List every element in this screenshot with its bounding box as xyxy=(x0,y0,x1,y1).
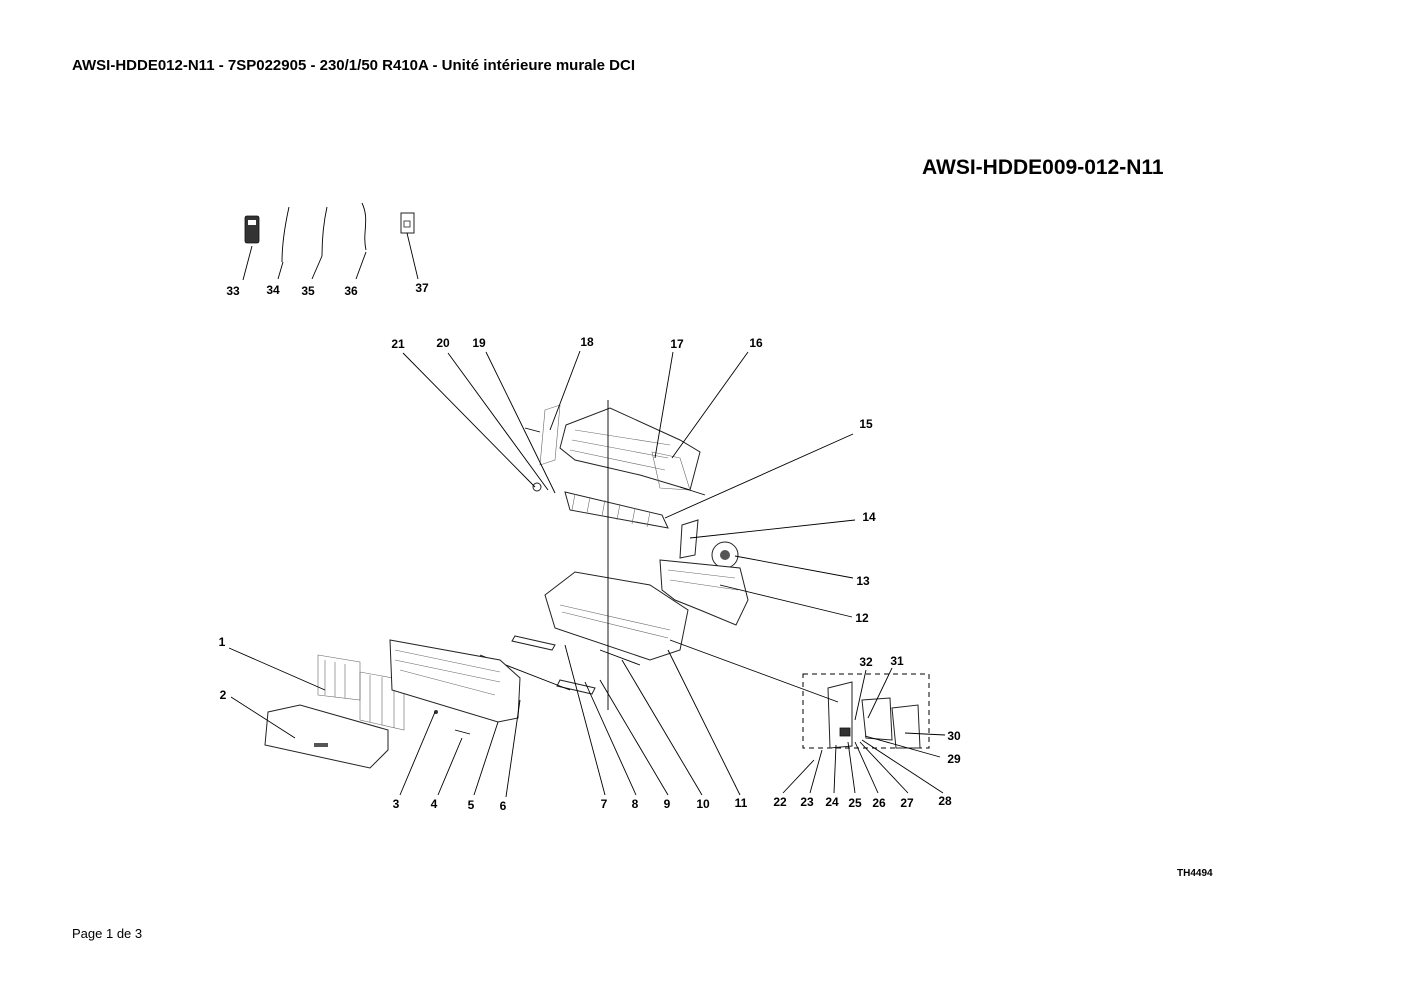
motor-bracket-drawing xyxy=(679,519,699,559)
callout-32: 32 xyxy=(859,655,873,669)
callout-8: 8 xyxy=(632,797,639,811)
document-title: AWSI-HDDE012-N11 - 7SP022905 - 230/1/50 … xyxy=(72,57,636,74)
callout-11: 11 xyxy=(735,796,748,810)
callout-4: 4 xyxy=(431,797,438,811)
callout-5: 5 xyxy=(468,798,475,812)
accessories xyxy=(244,202,415,263)
filter-left-drawing xyxy=(317,654,361,701)
page-number: Page 1 de 3 xyxy=(72,926,143,941)
callout-2: 2 xyxy=(220,688,227,702)
cable-34-drawing xyxy=(281,206,290,263)
electrical-box-drawing xyxy=(827,681,853,749)
pcb-drawing xyxy=(861,697,893,741)
callout-16: 16 xyxy=(749,336,763,350)
callout-25: 25 xyxy=(848,796,862,810)
front-frame-drawing xyxy=(389,639,521,723)
callout-3: 3 xyxy=(393,797,400,811)
remote-holder-drawing xyxy=(400,212,415,234)
callout-31: 31 xyxy=(890,654,904,668)
callout-33: 33 xyxy=(226,284,240,298)
callout-23: 23 xyxy=(800,795,814,809)
callout-13: 13 xyxy=(856,574,870,588)
callout-36: 36 xyxy=(344,284,358,298)
callout-22: 22 xyxy=(773,795,787,809)
callout-21: 21 xyxy=(391,337,405,351)
transformer-drawing xyxy=(839,727,851,737)
cable-35-drawing xyxy=(321,206,328,257)
callout-19: 19 xyxy=(472,336,486,350)
louver-part-drawing xyxy=(511,635,556,651)
left-side-plate-drawing xyxy=(539,404,561,466)
callout-9: 9 xyxy=(664,797,671,811)
callout-26: 26 xyxy=(872,796,886,810)
callout-27: 27 xyxy=(900,796,914,810)
callout-37: 37 xyxy=(415,281,429,295)
callout-29: 29 xyxy=(947,752,961,766)
callout-24: 24 xyxy=(825,795,839,809)
callout-labels: 33 34 35 36 37 21 20 19 18 17 16 15 14 1… xyxy=(219,281,961,813)
callout-15: 15 xyxy=(859,417,873,431)
callout-12: 12 xyxy=(855,611,869,625)
callout-14: 14 xyxy=(862,510,876,524)
chassis-drawing xyxy=(544,571,689,661)
front-panel-assembly xyxy=(264,639,521,769)
drain-hose-drawing xyxy=(599,649,641,666)
back-plate-drawing xyxy=(659,559,749,626)
callout-10: 10 xyxy=(696,797,710,811)
callout-18: 18 xyxy=(580,335,594,349)
callout-20: 20 xyxy=(436,336,450,350)
display-label-drawing xyxy=(454,729,471,735)
bearing-drawing xyxy=(532,482,542,492)
callout-7: 7 xyxy=(601,797,608,811)
filter-right-drawing xyxy=(359,671,405,731)
callout-34: 34 xyxy=(266,283,280,297)
callout-6: 6 xyxy=(500,799,507,813)
callout-30: 30 xyxy=(947,729,961,743)
cross-flow-fan-drawing xyxy=(564,491,669,529)
evaporator-assembly xyxy=(532,404,701,529)
callout-17: 17 xyxy=(670,337,684,351)
cable-36-drawing xyxy=(361,202,367,251)
callout-28: 28 xyxy=(938,794,952,808)
motor-assembly xyxy=(659,519,749,626)
model-title: AWSI-HDDE009-012-N11 xyxy=(922,156,1164,179)
drawing-code: TH4494 xyxy=(1177,868,1213,879)
callout-1: 1 xyxy=(219,635,226,649)
front-panel-drawing xyxy=(264,704,389,769)
leader-lines xyxy=(228,232,946,798)
callout-35: 35 xyxy=(301,284,315,298)
chassis-assembly xyxy=(479,571,689,695)
terminal-cover-drawing xyxy=(891,704,921,749)
electrical-box-group xyxy=(802,673,930,749)
